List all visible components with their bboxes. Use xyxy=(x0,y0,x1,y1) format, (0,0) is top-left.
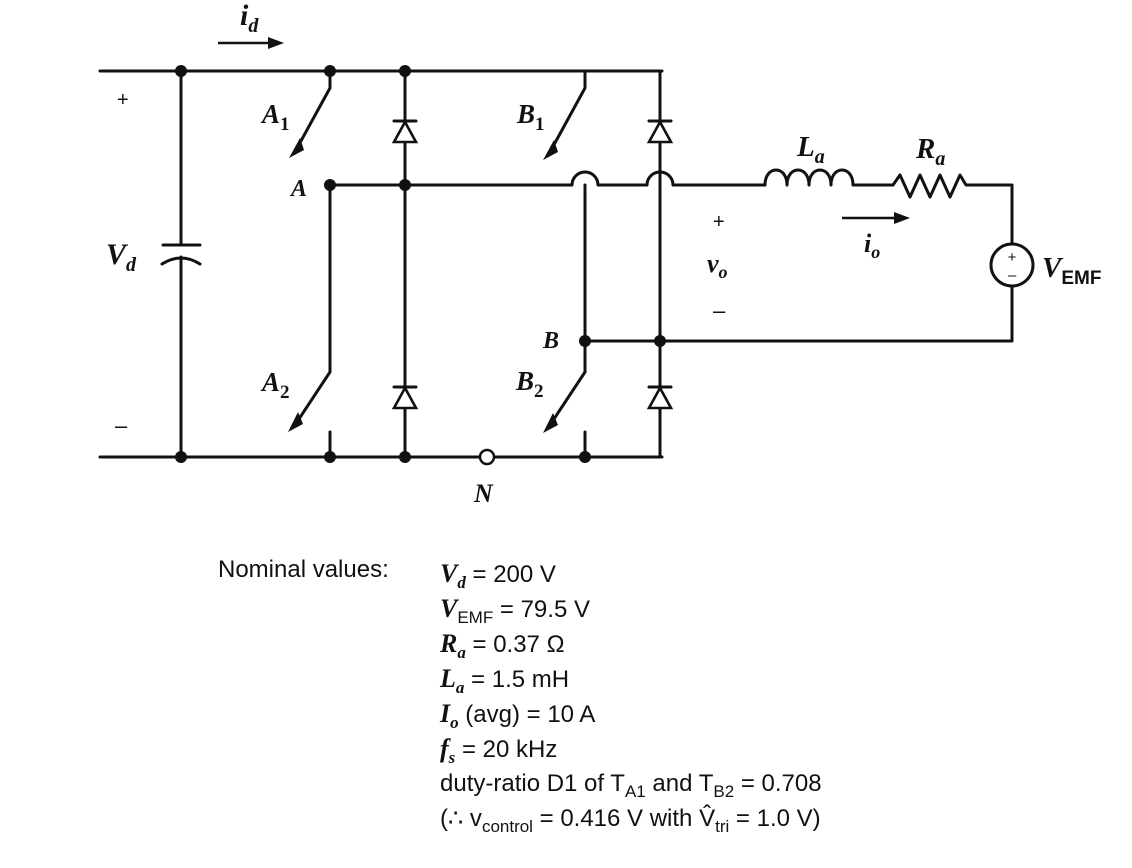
label-b1: B xyxy=(516,99,535,129)
inductor-la xyxy=(763,168,895,187)
switch-a1 xyxy=(289,69,332,158)
label-a2-sub: 2 xyxy=(280,382,290,403)
label-la-sub: a xyxy=(815,146,825,168)
label-node-b: B xyxy=(542,328,559,354)
value-la: La = 1.5 mH xyxy=(440,664,570,697)
label-vo-minus: – xyxy=(713,298,726,323)
value-vd: Vd = 200 V xyxy=(440,559,556,592)
label-a2: A xyxy=(260,367,280,397)
value-duty-ratio: duty-ratio D1 of TA1 and TB2 = 0.708 xyxy=(440,770,822,801)
label-io-sub: o xyxy=(871,242,880,262)
svg-text:+: + xyxy=(1008,249,1017,266)
label-id: i xyxy=(240,0,249,32)
switch-a2-arrow xyxy=(288,412,303,432)
resistor-ra xyxy=(891,173,1014,245)
switch-b2-arrow xyxy=(543,413,558,433)
nominal-values-heading: Nominal values: xyxy=(218,556,389,583)
svg-text:vo: vo xyxy=(707,249,728,282)
label-vo: v xyxy=(707,249,719,278)
node-n-terminal xyxy=(478,448,496,466)
label-ra: R xyxy=(915,133,935,165)
label-vo-sub: o xyxy=(719,262,728,282)
value-fs: fs = 20 kHz xyxy=(440,734,558,767)
diode-da1 xyxy=(391,119,419,144)
label-b2-sub: 2 xyxy=(534,381,544,402)
label-a1: A xyxy=(260,99,280,129)
svg-text:A2: A2 xyxy=(260,367,290,403)
label-node-n: N xyxy=(473,479,494,508)
diode-da2 xyxy=(391,385,419,410)
svg-text:id: id xyxy=(240,0,259,37)
label-b1-sub: 1 xyxy=(535,114,545,135)
svg-text:B1: B1 xyxy=(516,99,545,135)
current-arrow-id xyxy=(218,37,284,49)
label-vd: V xyxy=(106,238,129,271)
label-ra-sub: a xyxy=(935,148,945,170)
label-a1-sub: 1 xyxy=(280,114,290,135)
svg-text:B2: B2 xyxy=(515,366,544,402)
value-ra: Ra = 0.37 Ω xyxy=(440,629,565,662)
value-vcontrol: (∴ vcontrol = 0.416 V with V̂tri = 1.0 V… xyxy=(440,805,821,836)
svg-text:Vd: Vd xyxy=(106,238,137,276)
label-vd-minus: – xyxy=(115,413,128,438)
return-wire-b xyxy=(583,285,1014,343)
leg-a-wire xyxy=(293,183,332,459)
capacitor-vd xyxy=(160,69,202,459)
label-vd-sub: d xyxy=(126,254,137,276)
svg-text:A1: A1 xyxy=(260,99,290,135)
label-id-sub: d xyxy=(248,15,259,37)
label-io: i xyxy=(864,229,872,258)
svg-text:Ra: Ra xyxy=(915,133,945,170)
value-io: Io (avg) = 10 A xyxy=(440,699,596,732)
svg-text:io: io xyxy=(864,229,880,262)
output-wire-a xyxy=(328,170,767,187)
diode-db1 xyxy=(646,119,674,144)
switch-b1 xyxy=(543,69,587,160)
junction-dots xyxy=(175,65,666,463)
emf-source: + – xyxy=(989,242,1035,288)
label-vo-plus: + xyxy=(713,211,725,233)
label-vemf: V xyxy=(1042,252,1064,284)
svg-text:VEMF: VEMF xyxy=(1042,252,1101,289)
label-node-a: A xyxy=(289,176,307,202)
svg-text:La: La xyxy=(796,131,825,168)
label-vd-plus: + xyxy=(117,89,129,111)
current-arrow-io xyxy=(842,212,910,224)
label-b2: B xyxy=(515,366,534,396)
full-bridge-circuit-diagram: + – id + – Vd A1 A2 B1 B2 A B N La Ra + … xyxy=(98,0,1101,508)
label-vemf-sub: EMF xyxy=(1061,268,1101,289)
leg-b-wire xyxy=(548,183,587,459)
label-la: L xyxy=(796,131,815,163)
value-vemf: VEMF = 79.5 V xyxy=(440,594,590,627)
svg-text:–: – xyxy=(1008,267,1017,284)
diode-db2 xyxy=(646,385,674,410)
